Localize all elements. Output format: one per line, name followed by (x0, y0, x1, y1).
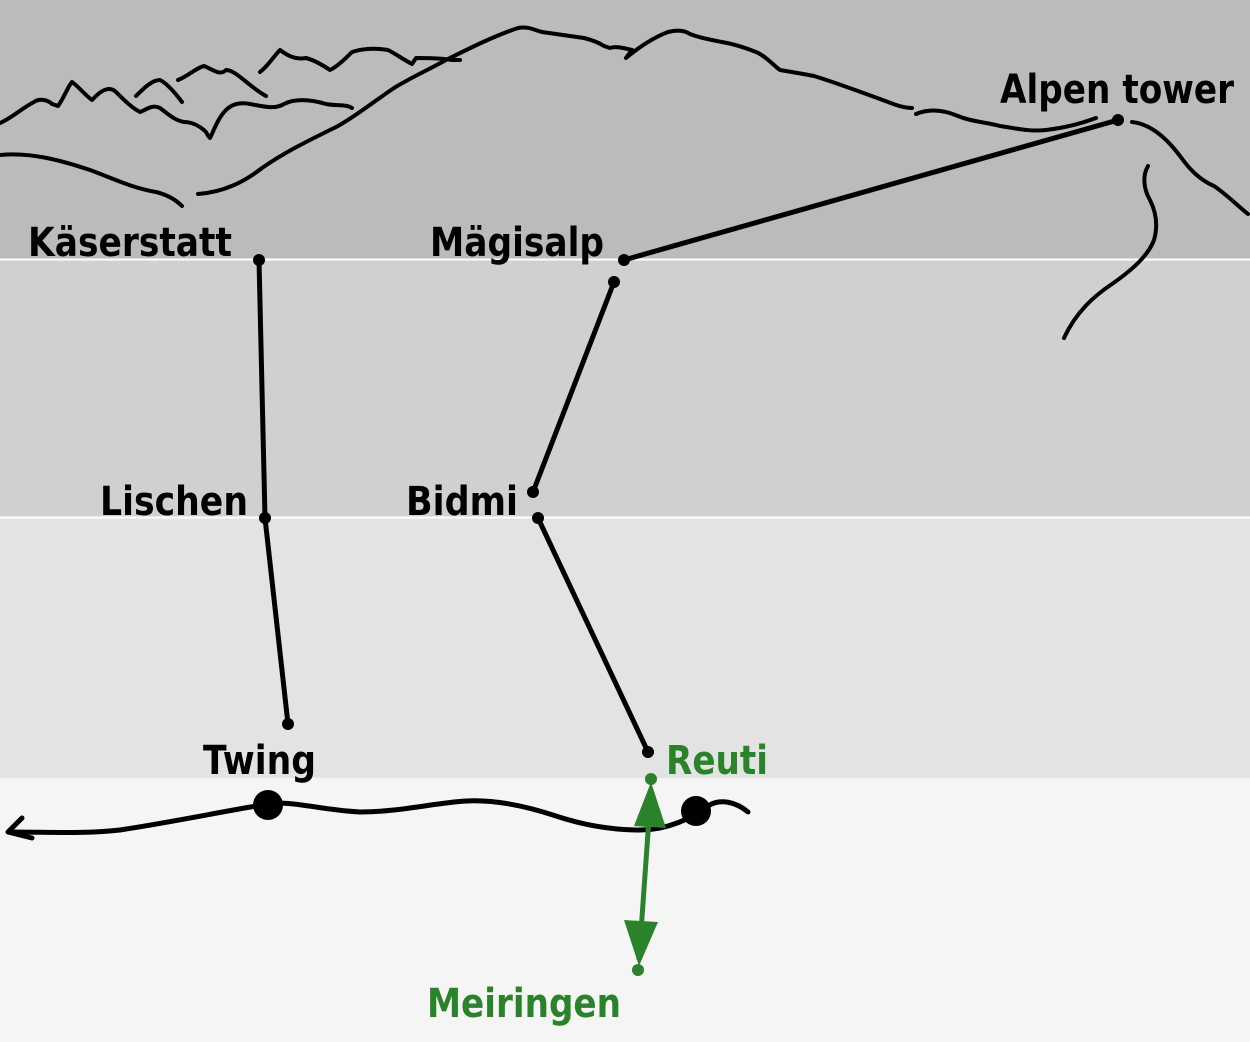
label-meiringen: Meiringen (427, 981, 621, 1027)
stop-maegisalp-lower (608, 276, 620, 288)
stop-reuti-top (642, 746, 654, 758)
mountain-sketch (0, 25, 1250, 340)
stop-bidmi (527, 486, 539, 498)
label-twing: Twing (203, 738, 316, 784)
band-upper-middle (0, 260, 1250, 518)
reuti-meiringen-connection (624, 773, 666, 976)
route-bidmi-reuti (535, 515, 651, 755)
stop-maegisalp (618, 254, 630, 266)
label-reuti: Reuti (666, 738, 768, 784)
stop-meiringen (632, 964, 644, 976)
stop-twing (282, 718, 294, 730)
stop-bidmi-lower (532, 512, 544, 524)
route-lischen-twing (262, 515, 291, 727)
stop-kaeserstatt (253, 254, 265, 266)
label-kaeserstatt: Käserstatt (28, 220, 232, 266)
band-valley (0, 778, 1250, 1042)
arrowhead-down (624, 920, 658, 966)
stop-lischen (259, 512, 271, 524)
route-kaeserstatt-lischen (256, 257, 268, 521)
route-alpen-tower-maegisalp (621, 117, 1121, 263)
band-lower-middle (0, 518, 1250, 778)
railway-station-reuti (681, 796, 711, 826)
stop-reuti (645, 773, 657, 785)
arrowhead-up (634, 782, 666, 828)
label-maegisalp: Mägisalp (430, 220, 604, 266)
railway-station-twing (253, 790, 283, 820)
stop-alpen-tower (1112, 114, 1124, 126)
label-lischen: Lischen (100, 479, 248, 525)
route-maegisalp-bidmi (530, 279, 617, 495)
railway-line (5, 798, 751, 841)
label-bidmi: Bidmi (406, 479, 518, 525)
label-alpen-tower: Alpen tower (1000, 67, 1234, 113)
